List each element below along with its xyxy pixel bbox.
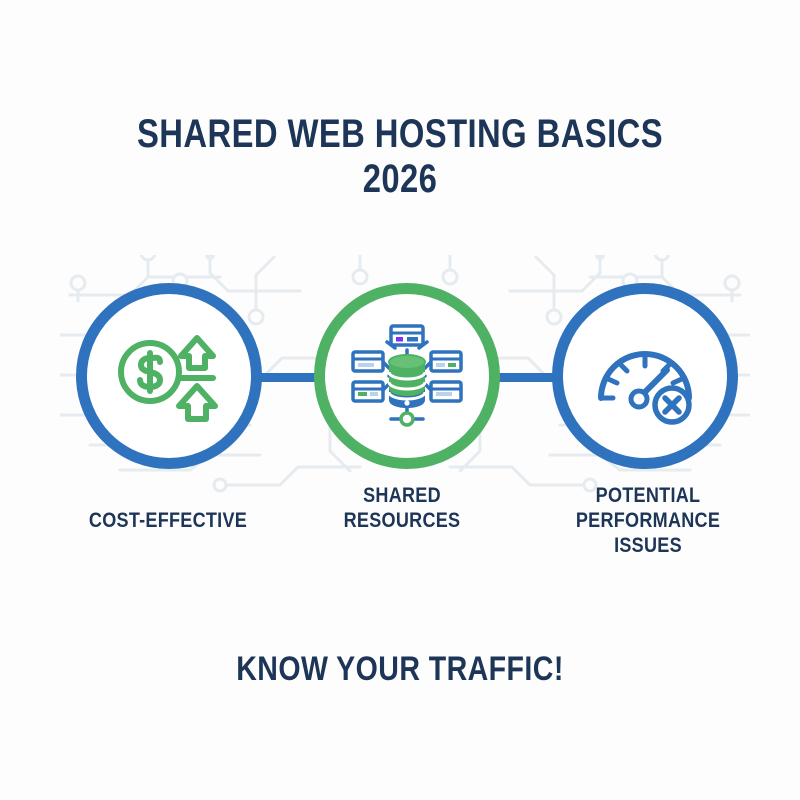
label-performance-line-3: ISSUES: [614, 534, 682, 557]
label-shared-resources: SHARED RESOURCES: [282, 483, 523, 533]
node-row: [0, 283, 800, 473]
label-performance-line-1: POTENTIAL: [595, 484, 701, 507]
node-cost-effective[interactable]: [76, 283, 262, 469]
label-cost-effective-line-1: COST-EFFECTIVE: [88, 509, 248, 532]
title-line-1: SHARED WEB HOSTING BASICS: [137, 112, 663, 156]
speedometer-error-icon: [598, 351, 692, 425]
label-shared-resources-line-1: SHARED: [363, 484, 441, 507]
dollar-coin-up-arrows-icon: [118, 335, 218, 422]
connector-line-left: [232, 373, 331, 382]
label-shared-resources-line-2: RESOURCES: [343, 509, 461, 532]
footer-callout: KNOW YOUR TRAFFIC!: [0, 650, 800, 688]
title-line-2: 2026: [362, 157, 438, 201]
node-potential-performance-issues[interactable]: [552, 283, 738, 469]
label-potential-performance-issues: POTENTIAL PERFORMANCE ISSUES: [528, 483, 769, 558]
connector-line-right: [470, 373, 568, 382]
database-network-icon: [351, 324, 463, 427]
footer-callout-text: KNOW YOUR TRAFFIC!: [236, 650, 564, 688]
label-cost-effective: COST-EFFECTIVE: [48, 508, 289, 533]
page-title: SHARED WEB HOSTING BASICS 2026: [0, 112, 800, 202]
label-performance-line-2: PERFORMANCE: [575, 509, 721, 532]
node-labels-row: COST-EFFECTIVE SHARED RESOURCES POTENTIA…: [0, 478, 800, 578]
node-shared-resources[interactable]: [314, 283, 500, 469]
